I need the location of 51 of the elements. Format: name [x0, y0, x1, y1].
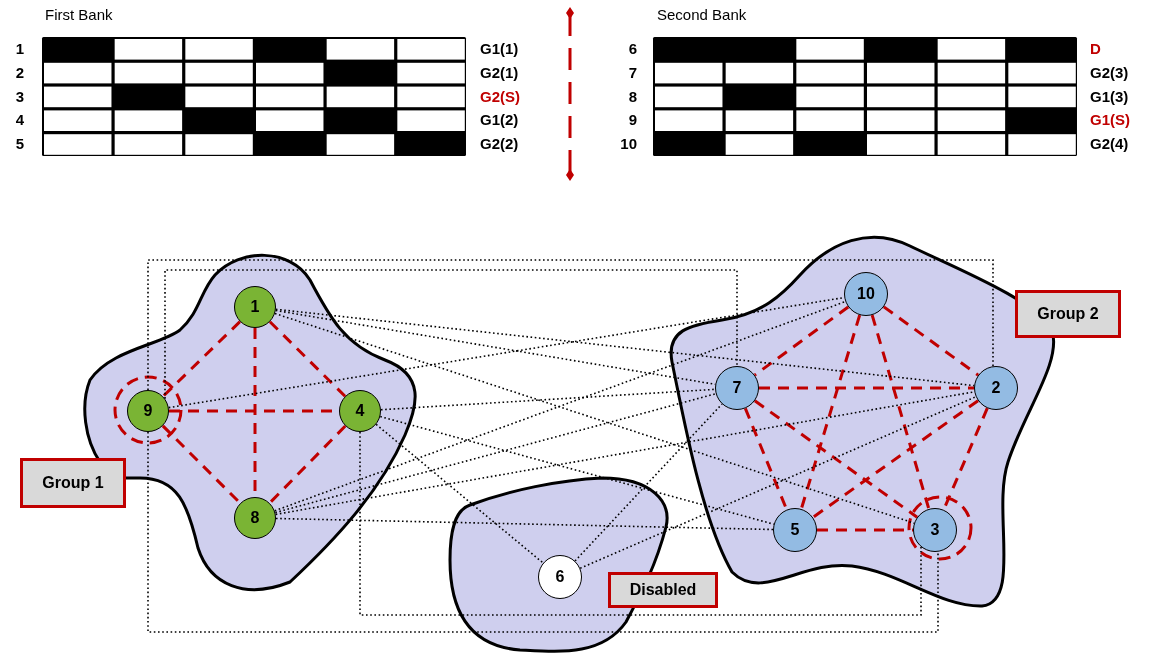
group-tag: Group 1	[20, 458, 126, 508]
group-tag: Disabled	[608, 572, 718, 608]
row-number: 3	[15, 87, 24, 106]
connector	[817, 528, 913, 532]
group-tag: Group 2	[1015, 290, 1121, 338]
connector	[147, 259, 994, 391]
row-label: G1(3)	[1090, 87, 1129, 106]
connector	[870, 314, 931, 510]
row-label: G1(2)	[480, 111, 519, 130]
connector	[799, 314, 862, 510]
row-number: 9	[628, 111, 637, 130]
connector	[274, 392, 717, 514]
row-label: G2(1)	[480, 63, 519, 82]
row-number: 5	[15, 135, 24, 154]
connector	[379, 415, 775, 525]
connector	[268, 320, 347, 398]
table-title: Second Bank	[657, 6, 747, 24]
connector	[882, 305, 980, 377]
connector	[274, 312, 915, 524]
connector	[574, 403, 723, 562]
row-number: 6	[628, 39, 637, 58]
row-label: G1(S)	[1090, 111, 1130, 130]
row-label: G2(4)	[1090, 135, 1129, 154]
connector	[162, 320, 241, 398]
row-label: D	[1090, 39, 1101, 58]
row-number: 1	[15, 39, 24, 58]
row-label: G2(3)	[1090, 63, 1129, 82]
connector	[812, 399, 979, 519]
row-number: 10	[620, 135, 637, 154]
connector	[268, 424, 347, 505]
connector	[380, 388, 716, 411]
row-number: 7	[628, 63, 637, 82]
table-title: First Bank	[45, 6, 113, 24]
row-number: 8	[628, 87, 637, 106]
row-label: G1(1)	[480, 39, 519, 58]
connector	[275, 517, 774, 531]
connector	[164, 269, 738, 400]
row-number: 4	[15, 111, 24, 130]
connector	[754, 399, 918, 519]
connector	[579, 395, 977, 570]
connector	[753, 305, 850, 377]
connector	[147, 431, 939, 633]
connector	[359, 431, 922, 616]
row-label: G2(2)	[480, 135, 519, 154]
connector	[375, 423, 544, 564]
connector	[759, 386, 974, 390]
connector	[161, 424, 242, 505]
row-number: 2	[15, 63, 24, 82]
connector	[275, 308, 975, 387]
connector	[273, 300, 847, 512]
row-label: G2(S)	[480, 87, 520, 106]
